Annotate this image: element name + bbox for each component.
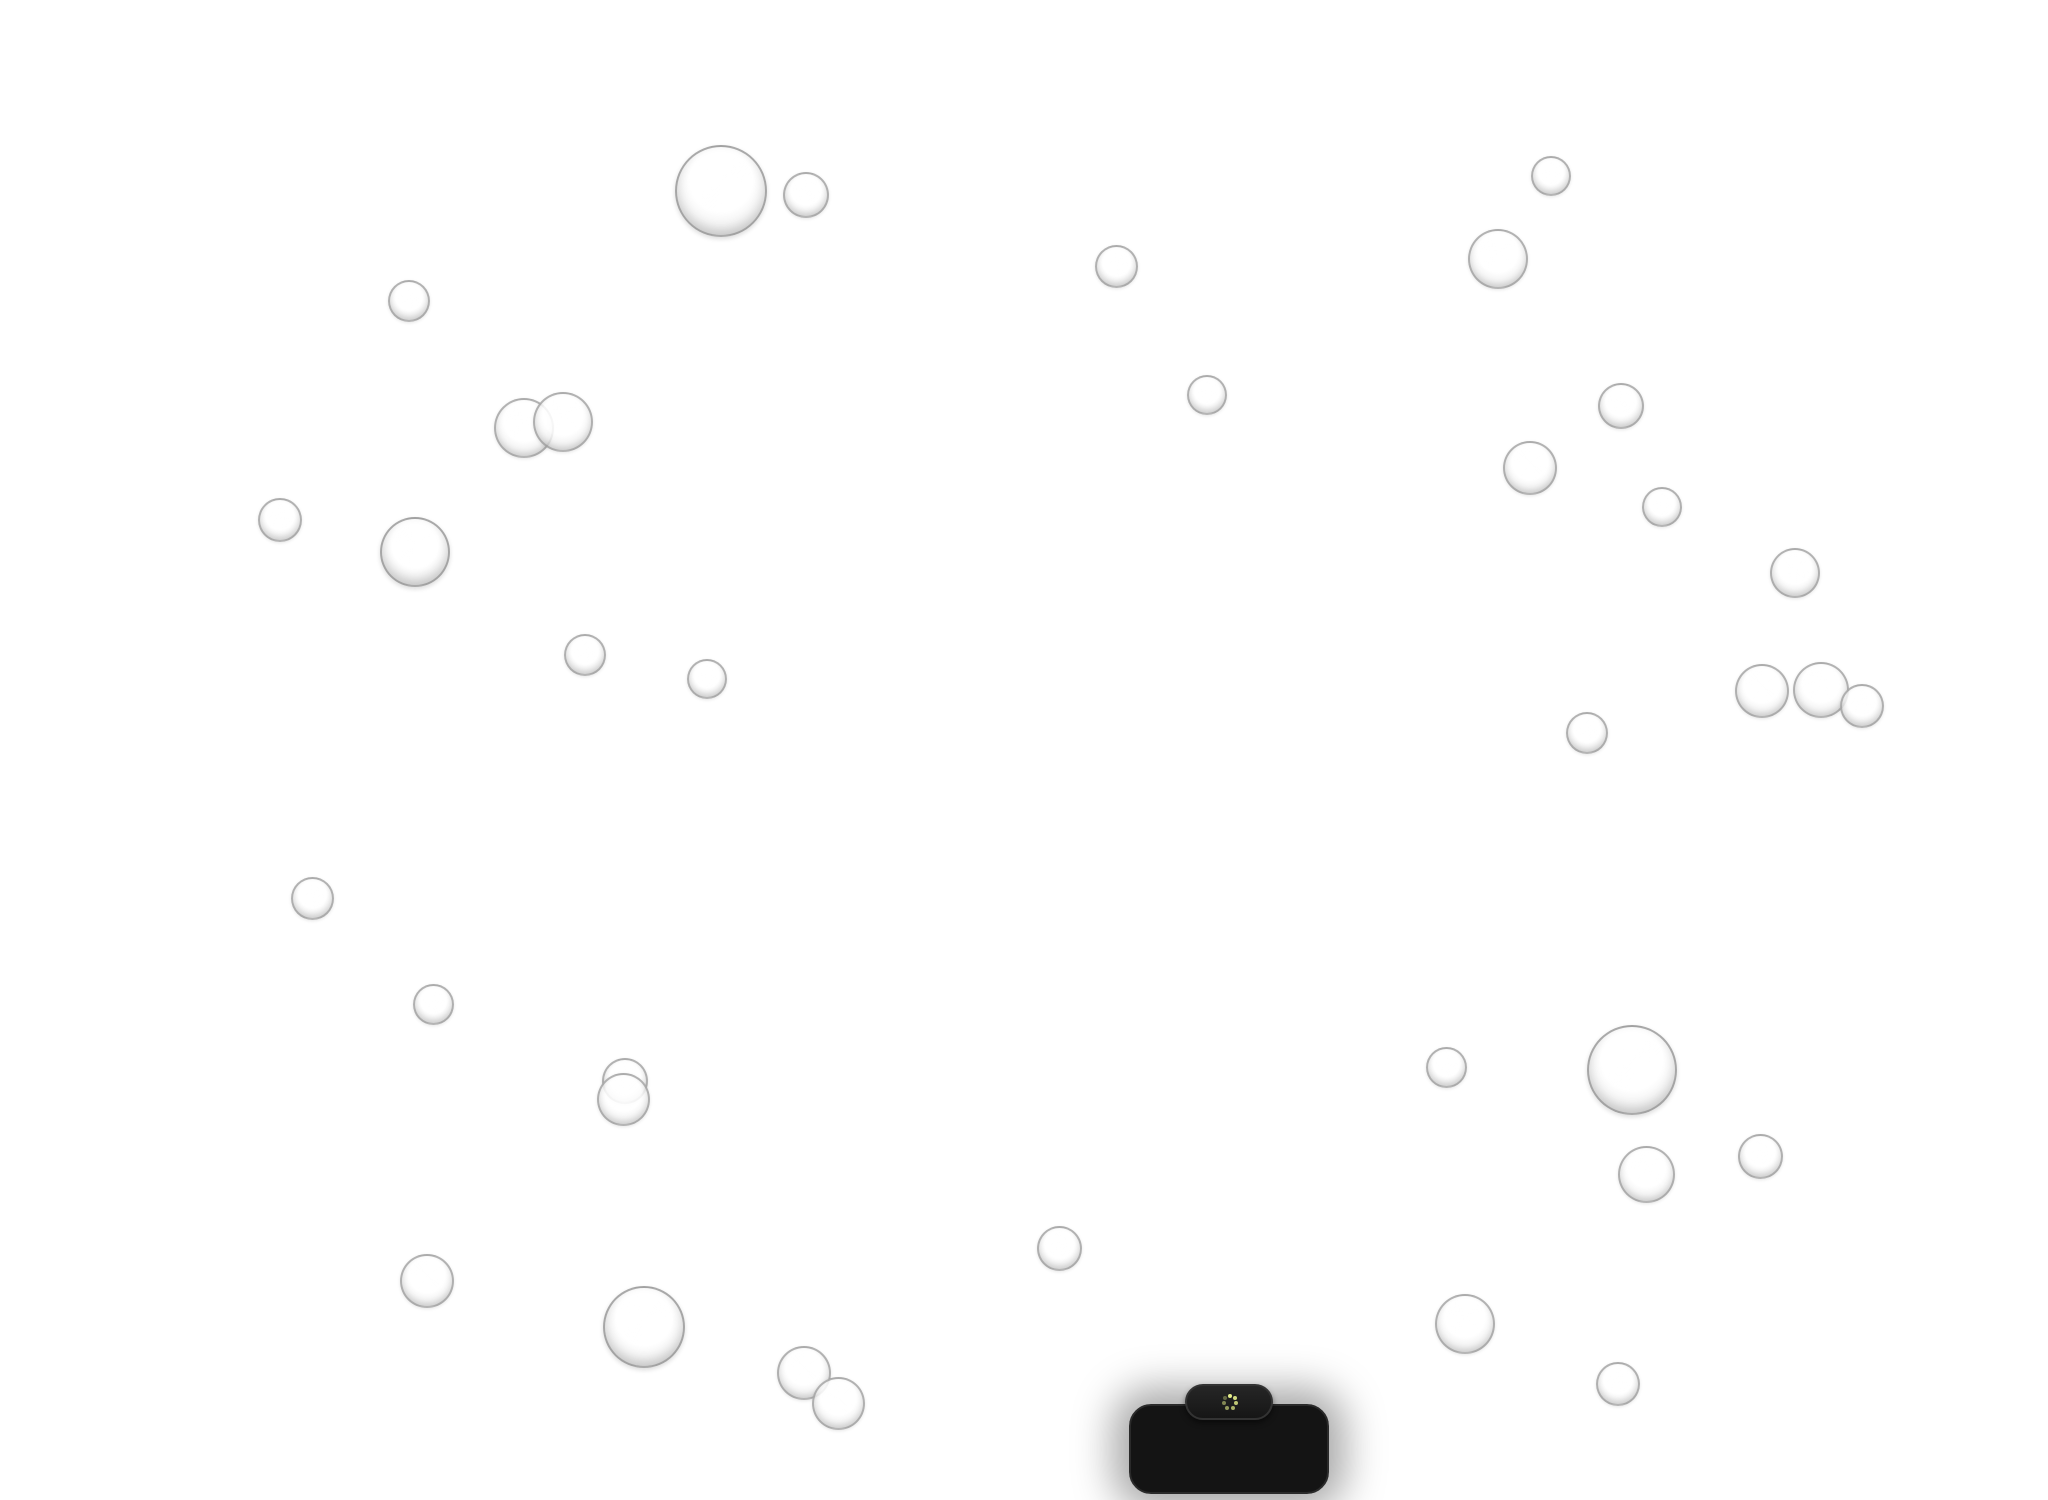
bubble[interactable] bbox=[1840, 684, 1884, 728]
bubble[interactable] bbox=[687, 659, 727, 699]
bubble[interactable] bbox=[1531, 156, 1571, 196]
bubble[interactable] bbox=[413, 984, 454, 1025]
bubble[interactable] bbox=[603, 1286, 685, 1368]
bubble[interactable] bbox=[675, 145, 767, 237]
bubble[interactable] bbox=[1037, 1226, 1082, 1271]
bubble[interactable] bbox=[1738, 1134, 1783, 1179]
bubble[interactable] bbox=[1598, 383, 1644, 429]
bubble[interactable] bbox=[1566, 712, 1608, 754]
loading-spinner-icon bbox=[1222, 1394, 1238, 1410]
bubble[interactable] bbox=[1642, 487, 1682, 527]
bubble[interactable] bbox=[258, 498, 302, 542]
bubble[interactable] bbox=[1468, 229, 1528, 289]
bubble[interactable] bbox=[1587, 1025, 1677, 1115]
bubble[interactable] bbox=[291, 877, 334, 920]
bubble[interactable] bbox=[564, 634, 606, 676]
bubble[interactable] bbox=[812, 1377, 865, 1430]
launcher-dock[interactable] bbox=[1129, 1384, 1329, 1500]
bubble[interactable] bbox=[400, 1254, 454, 1308]
bubble[interactable] bbox=[1426, 1047, 1467, 1088]
bubble[interactable] bbox=[1596, 1362, 1640, 1406]
bubble[interactable] bbox=[533, 392, 593, 452]
bubble[interactable] bbox=[1187, 375, 1227, 415]
bubble[interactable] bbox=[388, 280, 430, 322]
bubble[interactable] bbox=[1435, 1294, 1495, 1354]
bubble[interactable] bbox=[1618, 1146, 1675, 1203]
bubble[interactable] bbox=[1735, 664, 1789, 718]
bubble[interactable] bbox=[1770, 548, 1820, 598]
bubble[interactable] bbox=[597, 1073, 650, 1126]
bubble[interactable] bbox=[1793, 662, 1849, 718]
dock-status-tab[interactable] bbox=[1185, 1384, 1273, 1420]
bubble[interactable] bbox=[1095, 245, 1138, 288]
dock-body[interactable] bbox=[1129, 1404, 1329, 1494]
bubble[interactable] bbox=[1503, 441, 1557, 495]
bubble[interactable] bbox=[380, 517, 450, 587]
bubble[interactable] bbox=[783, 172, 829, 218]
